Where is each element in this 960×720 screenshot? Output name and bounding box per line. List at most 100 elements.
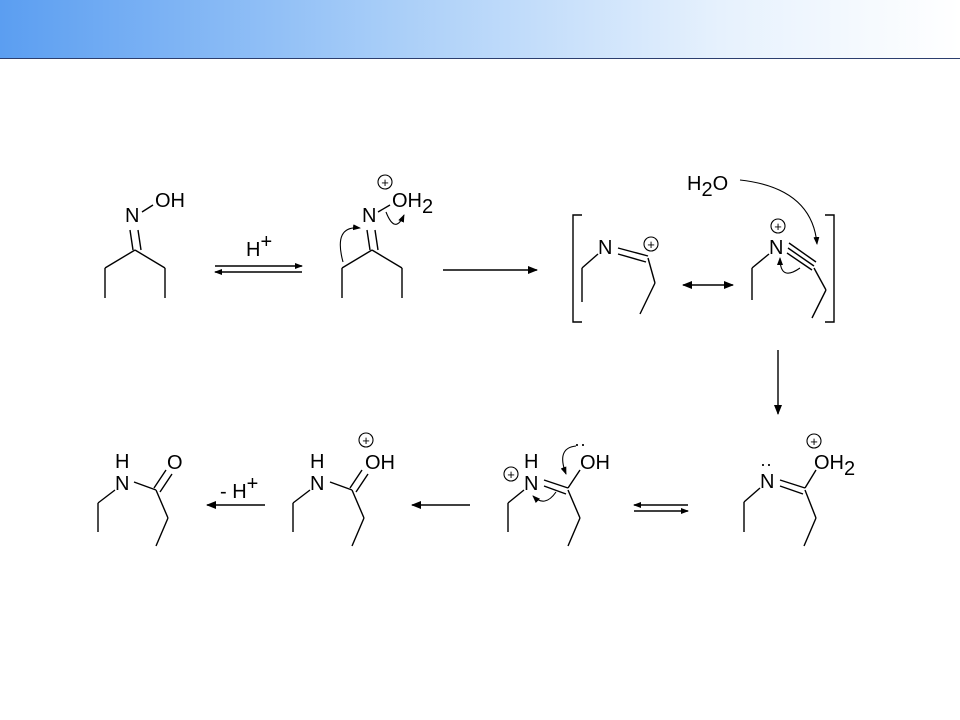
bond-ch2-ch3 (567, 517, 581, 547)
resonance-brackets (572, 214, 835, 323)
bond-c-ch2 (155, 489, 169, 519)
bond-double-2 (779, 485, 804, 495)
atom-h: H (115, 451, 129, 473)
bond-double-1 (366, 229, 371, 251)
atom-oh2: OH2 (392, 190, 433, 218)
charge-plus: + (381, 175, 389, 190)
bond-double-1 (779, 479, 806, 489)
atom-n: N (115, 473, 129, 495)
bond-double-1 (617, 247, 649, 257)
lone-pair: ·· (574, 434, 586, 454)
charge-plus: + (774, 219, 782, 234)
bond-n-ethyl (507, 489, 525, 504)
bond-c-ch2 (813, 267, 827, 291)
molecule-protonated-oxime: N OH2 + (339, 174, 433, 298)
molecule-protonated-amide: H N OH + (292, 432, 395, 547)
atom-oh: OH (580, 452, 610, 474)
header-rule (0, 58, 960, 59)
bond-double-2 (543, 485, 567, 495)
header-banner (0, 0, 960, 58)
bond-c-c-left (341, 249, 373, 269)
bond-double-2 (374, 229, 379, 251)
bond-double-2 (159, 473, 173, 493)
atom-n: N (769, 237, 783, 259)
curly-arrow-migration (339, 224, 361, 263)
bond-ch2-ch3 (803, 517, 817, 547)
atom-h: H (524, 451, 538, 473)
bond-n-c (329, 481, 353, 491)
molecule-protonated-imidic-acid: N ·· OH2 + (743, 433, 855, 547)
hplus-label: H+ (246, 231, 272, 261)
atom-oh: OH (365, 452, 395, 474)
bond-c-c-right (371, 249, 403, 269)
bond-ch2-ch3 (639, 282, 656, 315)
curly-arrow-bond (777, 257, 801, 274)
atom-n: N (598, 237, 612, 259)
bond-n-ethyl (581, 253, 599, 269)
curly-arrow-leaving (385, 211, 405, 225)
bond-ch2-ch3 (811, 289, 827, 319)
bond-c-ch2 (804, 489, 817, 519)
curly-arrow-pi-bond (532, 491, 557, 504)
bond-c-o (804, 469, 817, 489)
bond-n-o (377, 204, 391, 213)
charge-plus-ring (503, 466, 519, 482)
bond-double-1 (349, 469, 363, 489)
atom-n: N (760, 471, 774, 493)
bond-ch2-ch3 (351, 517, 365, 547)
charge-plus: + (810, 434, 818, 449)
bond-double-2 (617, 253, 647, 263)
atom-oh: OH (155, 190, 185, 212)
lone-pair: ·· (760, 454, 772, 474)
curly-arrow-lone-pair (560, 445, 577, 475)
bond-double-1 (129, 229, 134, 251)
bond-ch2-ch3 (155, 517, 169, 547)
bond-triple-3 (786, 252, 813, 271)
bond-double-1 (543, 479, 569, 489)
charge-plus: + (507, 467, 515, 482)
charge-plus-ring (377, 174, 393, 190)
atom-n: N (310, 473, 324, 495)
bond-n-ethyl (751, 253, 770, 269)
bond-c-ch2 (567, 489, 581, 519)
atom-o: O (167, 452, 183, 474)
atom-oh2: OH2 (814, 452, 855, 480)
atom-n: N (125, 205, 139, 227)
bond-c-o (567, 469, 581, 489)
atom-h: H (310, 451, 324, 473)
charge-plus: + (647, 237, 655, 252)
atom-n: N (524, 473, 538, 495)
charge-plus-ring (643, 236, 659, 252)
bond-double-2 (355, 473, 369, 493)
bond-n-ethyl (97, 489, 116, 504)
bond-triple-2 (787, 247, 815, 267)
bond-c-c-right (134, 249, 166, 269)
molecule-amide-product: H N O (97, 451, 183, 547)
equilibrium-tautomer (633, 502, 689, 514)
atom-n: N (362, 205, 376, 227)
charge-plus-ring (806, 433, 822, 449)
bond-c-ch2 (351, 489, 365, 519)
water-label: H2O (687, 173, 728, 201)
water-nucleophile: H2O (687, 173, 820, 245)
molecule-protonated-iminol: H N OH ·· + (503, 434, 610, 547)
bond-n-c (133, 481, 157, 491)
bond-n-ethyl (743, 487, 761, 503)
molecule-iminium-cation: N + (581, 236, 659, 315)
minus-hplus-label: - H+ (220, 473, 258, 503)
right-bracket (825, 214, 835, 323)
bond-c-ch2 (647, 257, 656, 284)
curly-arrow-water-attack (739, 179, 820, 245)
charge-plus: + (362, 433, 370, 448)
bond-n-ethyl (292, 489, 311, 504)
bond-c-c-left (104, 249, 136, 269)
deprotonation-step: - H+ (206, 473, 265, 509)
equilibrium-protonation: H+ (214, 231, 303, 275)
left-bracket (572, 214, 582, 323)
bond-double-1 (153, 469, 167, 489)
molecule-nitrilium-cation: N + (751, 218, 827, 319)
bond-double-2 (137, 229, 142, 251)
bond-triple-1 (788, 242, 817, 263)
charge-plus-ring (358, 432, 374, 448)
